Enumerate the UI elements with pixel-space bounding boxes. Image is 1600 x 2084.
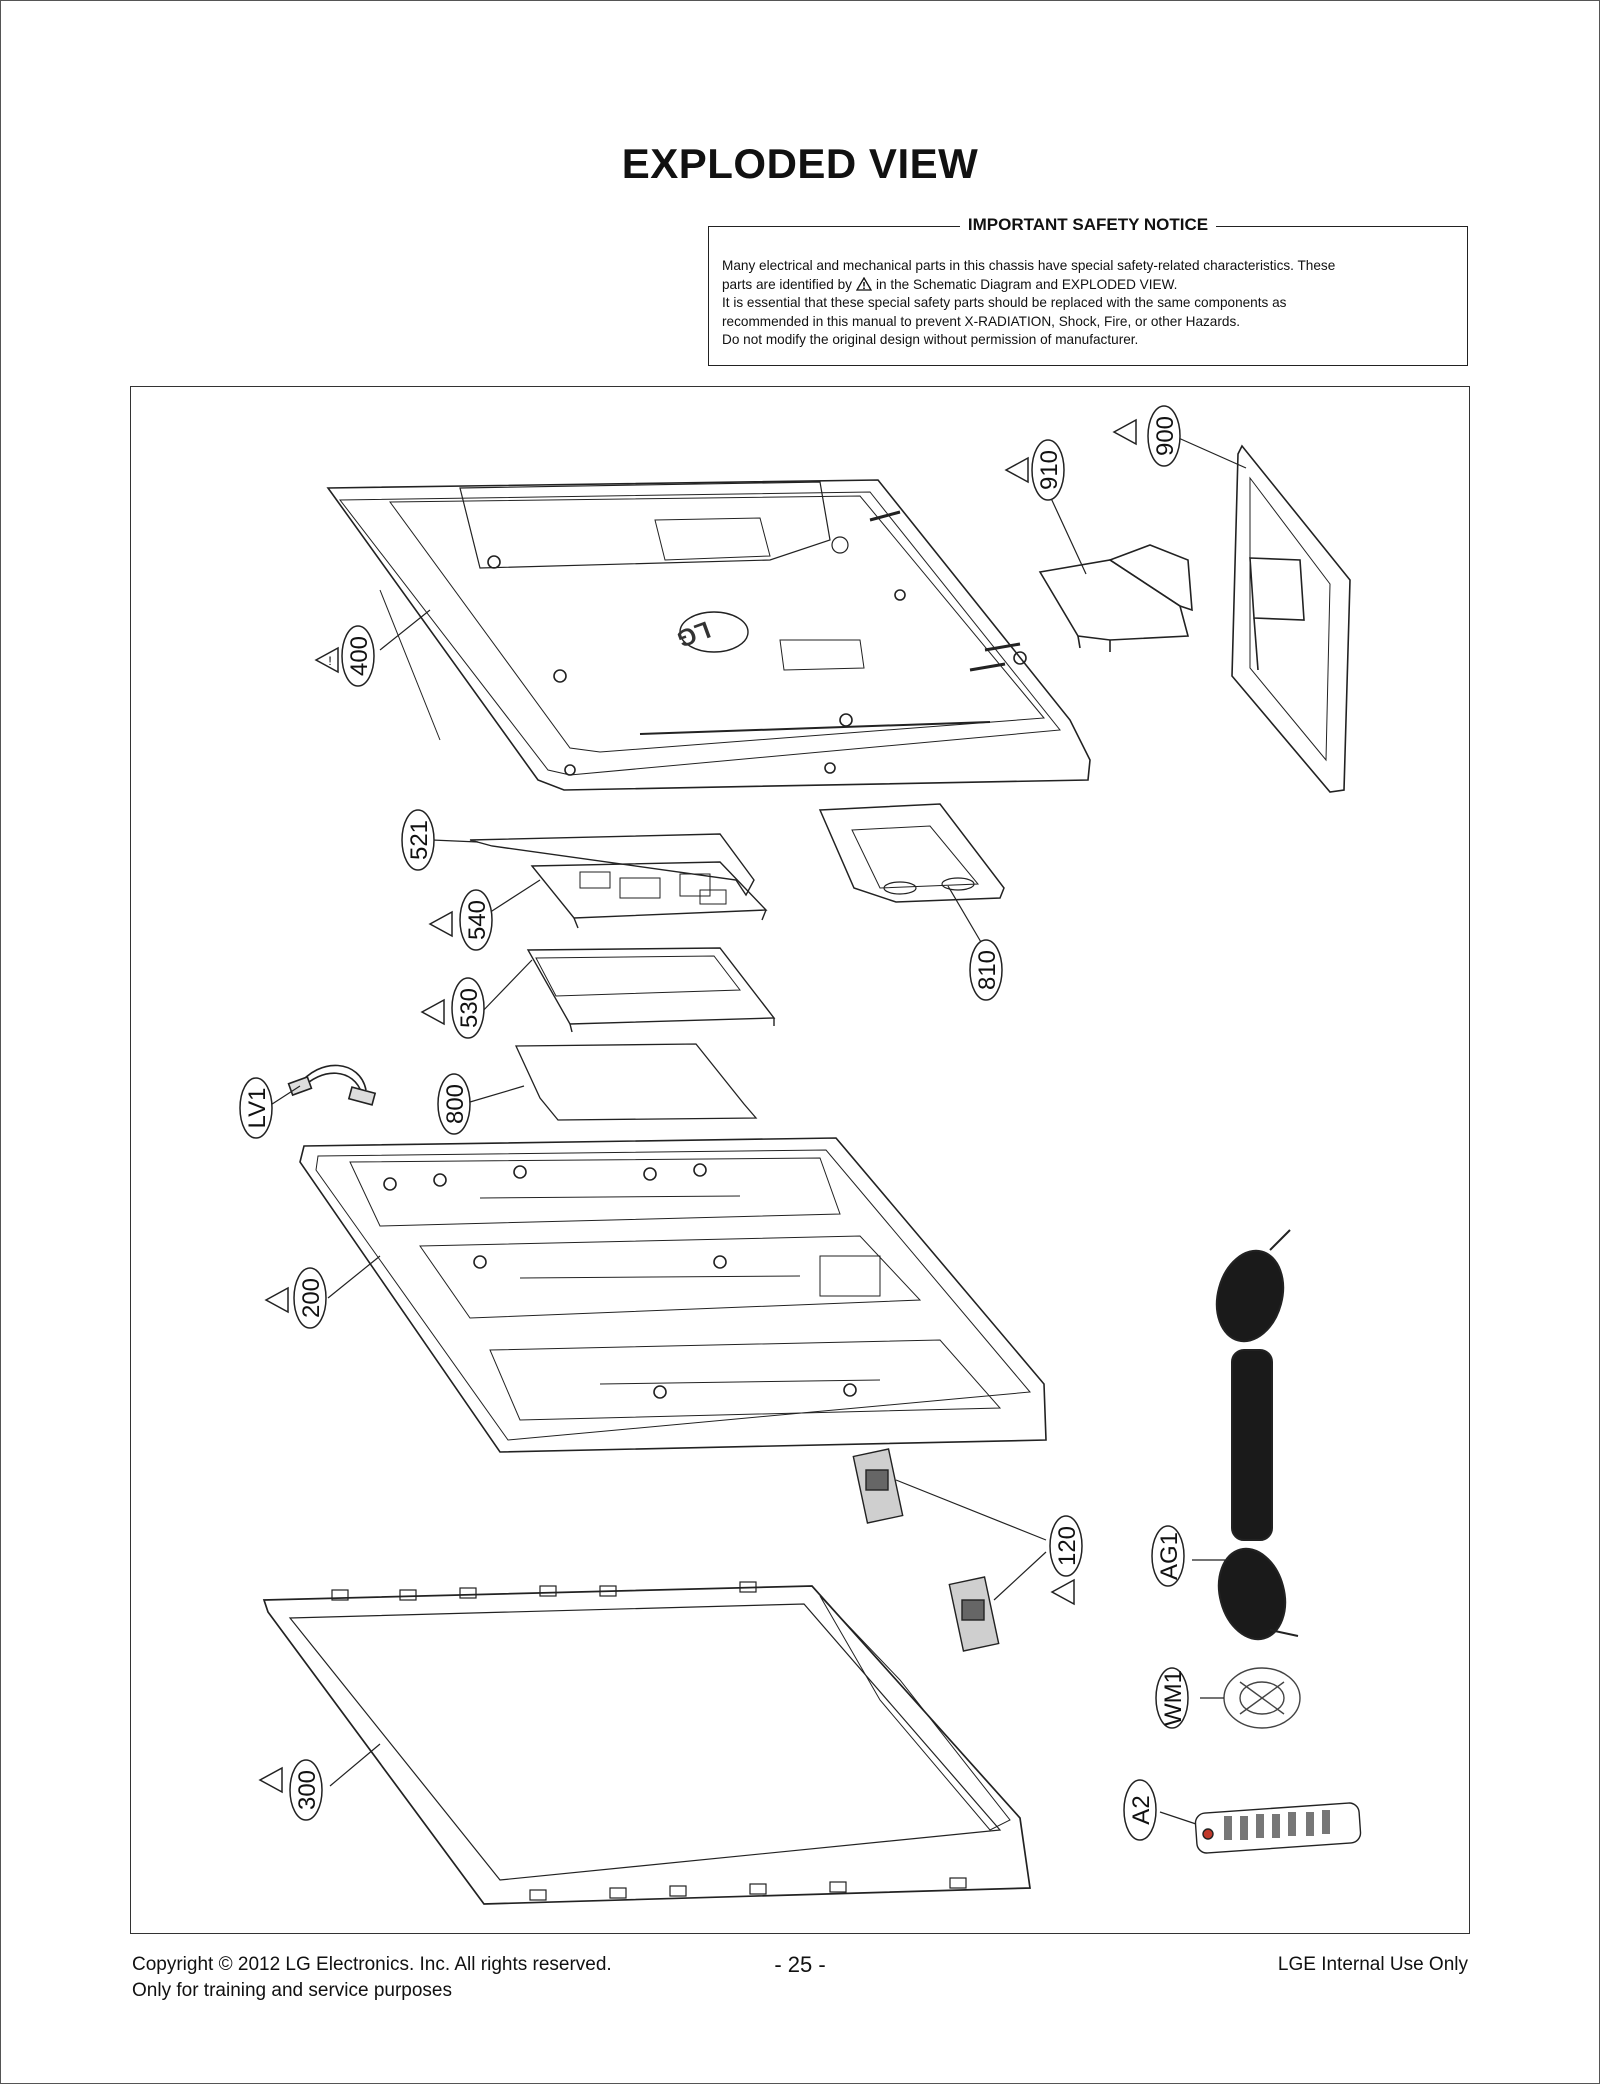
warning-icon	[259, 1767, 283, 1793]
diagram-frame	[130, 386, 1470, 1934]
front-cover-part	[262, 1581, 1031, 1905]
3d-glasses-part	[1215, 1229, 1299, 1641]
warning-icon	[421, 999, 445, 1025]
back-cover-part	[326, 479, 1091, 791]
notice-line-4: recommended in this manual to prevent X-…	[722, 313, 1241, 329]
internal-use-text: LGE Internal Use Only	[1277, 1954, 1468, 1975]
safety-notice-title: IMPORTANT SAFETY NOTICE	[959, 215, 1217, 234]
warning-icon	[1113, 419, 1137, 445]
warning-triangle-icon	[855, 276, 872, 291]
remote-control-part	[1194, 1802, 1362, 1854]
label-120: 120	[1054, 1526, 1081, 1566]
speaker-part	[852, 1448, 1000, 1652]
bracket-part	[818, 803, 1005, 903]
logo-text: LG	[673, 615, 714, 652]
lvds-cable-part	[287, 1064, 377, 1106]
stand-body-part	[1038, 544, 1193, 652]
safety-notice-box: IMPORTANT SAFETY NOTICE Many electrical …	[708, 215, 1468, 366]
label-ag1: AG1	[1156, 1532, 1183, 1580]
wall-mount-part	[1223, 1667, 1301, 1729]
part-label-bubbles	[239, 405, 1189, 1841]
safety-notice-body: Many electrical and mechanical parts in …	[722, 257, 1454, 350]
footer-left: Copyright © 2012 LG Electronics. Inc. Al…	[132, 1952, 612, 2004]
warning-mark: !	[328, 654, 331, 668]
label-a2: A2	[1128, 1795, 1155, 1824]
insulator-sheet-part	[514, 1043, 758, 1121]
notice-line-1: Many electrical and mechanical parts in …	[722, 258, 1336, 273]
main-board-part	[530, 861, 768, 929]
warning-icon	[265, 1287, 289, 1313]
label-910: 910	[1036, 450, 1063, 490]
part-labels: 400 910 900 521 540 530 810 LV1 800 200 …	[244, 416, 1187, 1825]
warning-icon	[1005, 457, 1029, 483]
label-810: 810	[974, 950, 1001, 990]
exploded-view-diagram: LG	[239, 405, 1362, 1905]
page-number: - 25 -	[774, 1952, 826, 1977]
label-900: 900	[1152, 416, 1179, 456]
page-title: EXPLODED VIEW	[621, 140, 979, 187]
notice-line-5: Do not modify the original design withou…	[722, 332, 1139, 347]
warning-icon	[429, 911, 453, 937]
leader-lines	[265, 435, 1247, 1825]
label-300: 300	[294, 1770, 321, 1810]
label-530: 530	[456, 988, 483, 1028]
power-board-part	[526, 947, 776, 1033]
purpose-text: Only for training and service purposes	[132, 1980, 452, 2001]
label-540: 540	[464, 900, 491, 940]
label-521: 521	[406, 820, 433, 860]
label-800: 800	[442, 1084, 469, 1124]
warning-icon	[1051, 1579, 1075, 1605]
label-lv1: LV1	[244, 1088, 271, 1129]
copyright-text: Copyright © 2012 LG Electronics. Inc. Al…	[132, 1954, 612, 1975]
label-200: 200	[298, 1278, 325, 1318]
safety-warning-icons: !	[259, 419, 1137, 1793]
notice-line-3: It is essential that these special safet…	[722, 295, 1287, 310]
stand-base-part	[1231, 444, 1351, 793]
chassis-frame-part	[299, 1137, 1047, 1453]
label-wm1: WM1	[1160, 1670, 1187, 1726]
shield-plate-part	[469, 833, 755, 897]
label-400: 400	[346, 636, 373, 676]
